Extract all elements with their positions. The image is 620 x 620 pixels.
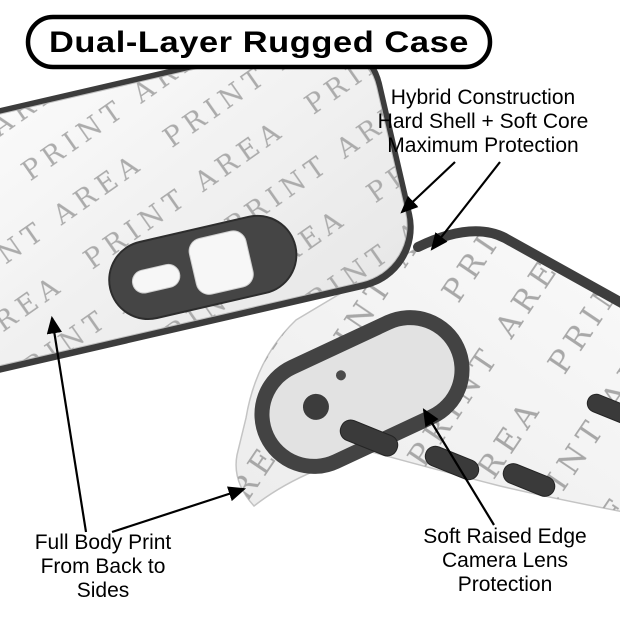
callout-hybrid-line3: Maximum Protection <box>387 134 578 157</box>
callout-full-body-print: Full Body Print From Back to Sides <box>35 531 172 602</box>
flash-hole-pill <box>131 263 181 294</box>
page-title: Dual-Layer Rugged Case <box>49 26 469 59</box>
camera-lens-hole <box>302 393 329 420</box>
upper-phone-case <box>0 35 414 382</box>
leader-line-fullbody-1 <box>46 315 88 533</box>
callout-fullbody-line3: Sides <box>77 579 130 602</box>
callout-hybrid-construction: Hybrid Construction Hard Shell + Soft Co… <box>378 86 589 157</box>
lower-case-dark-rim <box>413 226 620 308</box>
leader-line-fullbody-2 <box>111 486 247 534</box>
callout-hybrid-line2: Hard Shell + Soft Core <box>378 110 589 133</box>
side-button-4 <box>586 393 620 427</box>
leader-line-hybrid-1 <box>400 161 456 214</box>
title-badge: Dual-Layer Rugged Case <box>25 14 493 70</box>
lower-phone-case <box>235 226 620 512</box>
callout-fullbody-line1: Full Body Print <box>35 531 172 554</box>
side-button-3 <box>502 463 556 497</box>
leader-line-camera <box>422 408 495 526</box>
callout-camera-line3: Protection <box>458 573 553 596</box>
leader-line-hybrid-2 <box>430 161 501 251</box>
title-badge-border <box>25 14 493 70</box>
callout-hybrid-line1: Hybrid Construction <box>391 86 575 109</box>
callout-camera-protection: Soft Raised Edge Camera Lens Protection <box>423 525 586 596</box>
callout-camera-line2: Camera Lens <box>442 549 568 572</box>
side-button-2 <box>424 445 480 481</box>
camera-hole-square <box>188 230 254 295</box>
side-button-1 <box>339 419 399 457</box>
flash-hole <box>335 370 346 381</box>
callout-camera-line1: Soft Raised Edge <box>423 525 586 548</box>
camera-cutout-plate <box>108 214 298 321</box>
callout-fullbody-line2: From Back to <box>41 555 166 578</box>
